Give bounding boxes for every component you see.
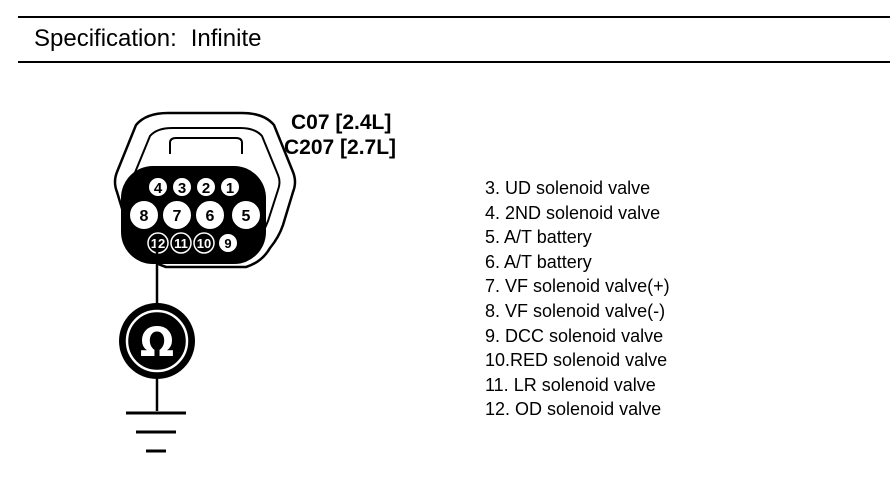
pin-3 (171, 176, 193, 198)
ground-icon (126, 411, 186, 453)
specification-value: Infinite (190, 25, 262, 52)
pin-1 (219, 176, 241, 198)
pin-top-row: 4 3 2 1 (147, 176, 241, 198)
pin-9 (217, 232, 239, 254)
connector-id-2-7l: C207 [2.7L] (284, 136, 397, 159)
connector-id-2-4l: C07 [2.4L] (291, 111, 392, 134)
pin-description-list: 3. UD solenoid valve 4. 2ND solenoid val… (485, 176, 670, 422)
pin-8 (128, 199, 160, 231)
pin-10 (193, 232, 215, 254)
pin-label-3: 3 (178, 180, 186, 197)
header-top-rule (18, 16, 890, 18)
pin-label-4: 4 (154, 180, 163, 197)
ohmmeter-ring (125, 309, 189, 373)
pin-description: 12. OD solenoid valve (485, 399, 662, 420)
pin-label-11: 11 (174, 236, 188, 251)
header-bottom-rule (18, 61, 890, 63)
pin-description: 6. A/T battery (485, 251, 592, 272)
specification-label: Specification: (34, 25, 177, 52)
ohmmeter-outer (119, 303, 195, 379)
pin-6 (194, 199, 226, 231)
locking-tab (169, 137, 243, 154)
pin-2 (195, 176, 217, 198)
specification-line: Specification: Infinite (34, 25, 261, 53)
pin-7 (161, 199, 193, 231)
pin-label-9: 9 (224, 236, 231, 251)
pin-description: 3. UD solenoid valve (485, 178, 651, 198)
pin-middle-row: 8 7 6 5 (128, 199, 262, 231)
ohm-icon: Ω (140, 320, 174, 366)
pin-label-6: 6 (206, 208, 215, 225)
pin-label-2: 2 (202, 180, 210, 197)
pin-description: 7. VF solenoid valve(+) (485, 276, 670, 297)
pin-description: 9. DCC solenoid valve (485, 325, 664, 346)
pin-11 (170, 232, 192, 254)
pin-bottom-row: 12 11 10 9 (147, 232, 239, 254)
pin-label-10: 10 (197, 236, 211, 251)
pin-4 (147, 176, 169, 198)
pin-label-8: 8 (140, 208, 149, 225)
pin-description: 8. VF solenoid valve(-) (485, 300, 666, 321)
pin-description: 10.RED solenoid valve (485, 350, 668, 371)
pin-label-7: 7 (173, 208, 182, 225)
pin-5 (230, 199, 262, 231)
pin-label-1: 1 (226, 180, 234, 197)
pin-label-5: 5 (242, 208, 251, 225)
pin-description: 11. LR solenoid valve (485, 374, 656, 395)
pin-description: 4. 2ND solenoid valve (485, 202, 661, 223)
pin-description: 5. A/T battery (485, 227, 592, 248)
